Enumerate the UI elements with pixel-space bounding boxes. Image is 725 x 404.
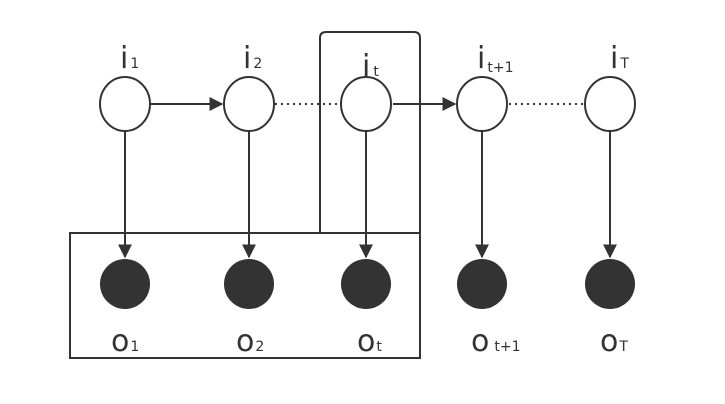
observed-node-T	[585, 259, 635, 309]
observation-label-t: ot	[357, 324, 382, 359]
observed-node-t1	[457, 259, 507, 309]
observed-node-2	[224, 259, 274, 309]
observation-label-2: o2	[236, 324, 264, 359]
hidden-node-t1	[456, 76, 508, 132]
hidden-state-t-group-box	[319, 31, 421, 233]
observation-label-1: o1	[111, 324, 139, 359]
observations-group-box	[69, 232, 421, 359]
observed-node-t	[341, 259, 391, 309]
hidden-node-2	[223, 76, 275, 132]
hidden-node-T	[584, 76, 636, 132]
hidden-node-1	[99, 76, 151, 132]
hidden-node-t	[340, 76, 392, 132]
observed-node-1	[100, 259, 150, 309]
observation-label-T: oT	[600, 324, 628, 359]
